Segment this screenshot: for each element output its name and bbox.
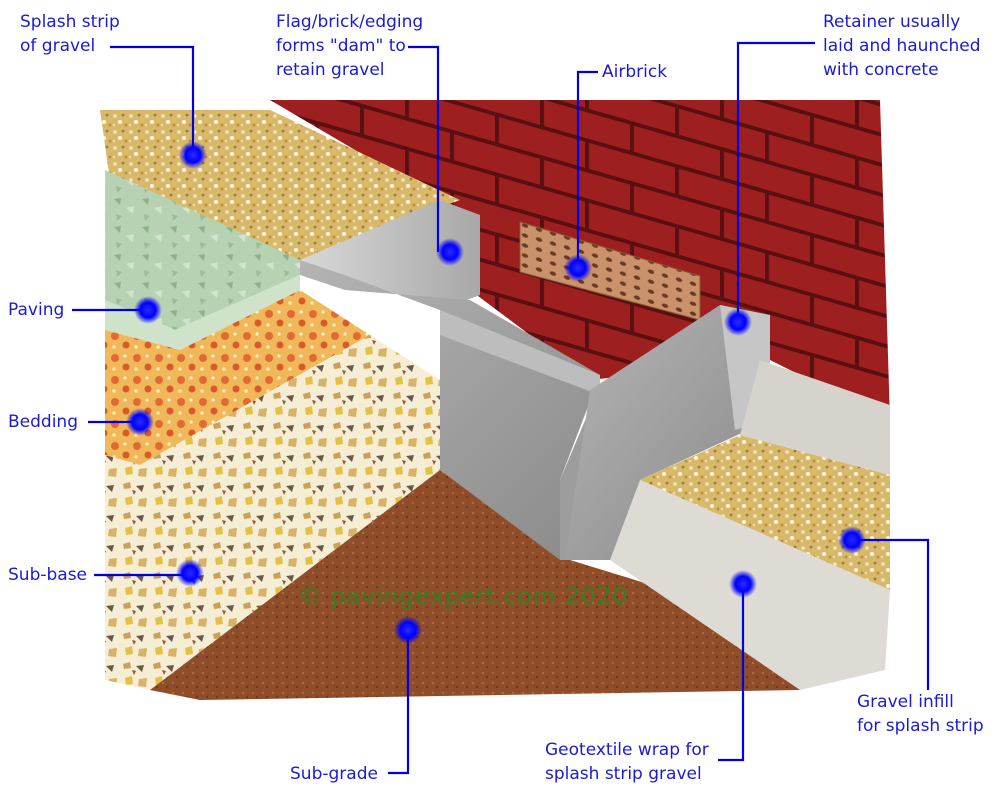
marker-paving xyxy=(134,296,162,324)
marker-bedding xyxy=(126,408,154,436)
marker-sub-grade xyxy=(394,616,422,644)
label-dam: Flag/brick/edging forms "dam" to retain … xyxy=(276,10,423,82)
label-sub-base: Sub-base xyxy=(8,563,87,587)
marker-airbrick xyxy=(564,254,592,282)
label-airbrick: Airbrick xyxy=(602,60,667,84)
label-retainer: Retainer usually laid and haunched with … xyxy=(823,10,981,82)
label-sub-grade: Sub-grade xyxy=(290,762,378,786)
label-splash-strip: Splash strip of gravel xyxy=(20,10,120,58)
label-paving: Paving xyxy=(8,298,64,322)
marker-geotextile xyxy=(729,570,757,598)
copyright-watermark: © pavingexpert.com 2020 xyxy=(298,582,628,610)
marker-splash-strip xyxy=(179,141,207,169)
marker-retainer xyxy=(724,308,752,336)
marker-dam xyxy=(436,238,464,266)
label-geotextile: Geotextile wrap for splash strip gravel xyxy=(545,738,709,786)
label-bedding: Bedding xyxy=(8,410,78,434)
marker-sub-base xyxy=(176,559,204,587)
label-gravel-infill: Gravel infill for splash strip xyxy=(857,690,984,738)
marker-gravel-infill xyxy=(838,526,866,554)
